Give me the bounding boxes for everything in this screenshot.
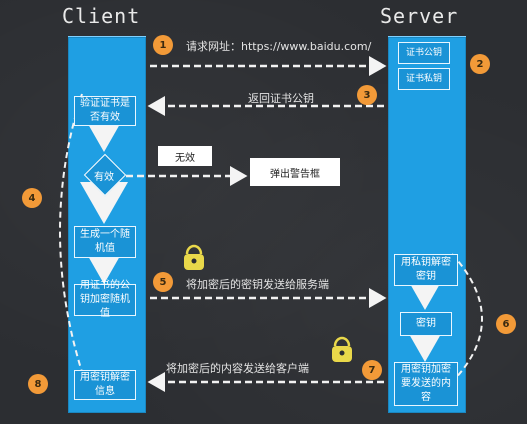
step-badge-2: 2 (470, 54, 490, 74)
server-public-key-box: 证书公钥 (398, 42, 450, 64)
verify-certificate-box: 验证证书是否有效 (74, 96, 136, 126)
key-box: 密钥 (400, 312, 452, 336)
client-flow-curve (59, 93, 83, 373)
send-key-label: 将加密后的密钥发送给服务端 (186, 278, 329, 291)
valid-label: 有效 (94, 172, 114, 183)
step-badge-8: 8 (28, 374, 48, 394)
server-private-key-box: 证书私钥 (398, 68, 450, 90)
decrypt-info-box: 用密钥解密信息 (74, 370, 136, 400)
decrypt-key-box: 用私钥解密密钥 (394, 254, 458, 286)
step-badge-6: 6 (496, 314, 516, 334)
client-heading: Client (62, 4, 141, 28)
step-badge-4: 4 (22, 188, 42, 208)
server-flow-curve (451, 253, 483, 383)
step-badge-3: 3 (357, 85, 377, 105)
encrypt-content-box: 用密钥加密要发送的内容 (394, 362, 458, 406)
invalid-label-box: 无效 (158, 146, 212, 166)
return-key-label: 返回证书公钥 (248, 92, 314, 105)
lock-icon (184, 244, 204, 270)
step-badge-7: 7 (362, 360, 382, 380)
server-heading: Server (380, 4, 459, 28)
step-badge-1: 1 (153, 35, 173, 55)
warning-box: 弹出警告框 (250, 158, 340, 186)
lock-icon (332, 336, 352, 362)
request-label: 请求网址：https://www.baidu.com/ (186, 40, 372, 53)
send-content-label: 将加密后的内容发送给客户端 (166, 362, 309, 375)
generate-random-box: 生成一个随机值 (74, 226, 136, 258)
encrypt-random-box: 用证书的公钥加密随机值 (74, 280, 136, 319)
step-badge-5: 5 (153, 272, 173, 292)
